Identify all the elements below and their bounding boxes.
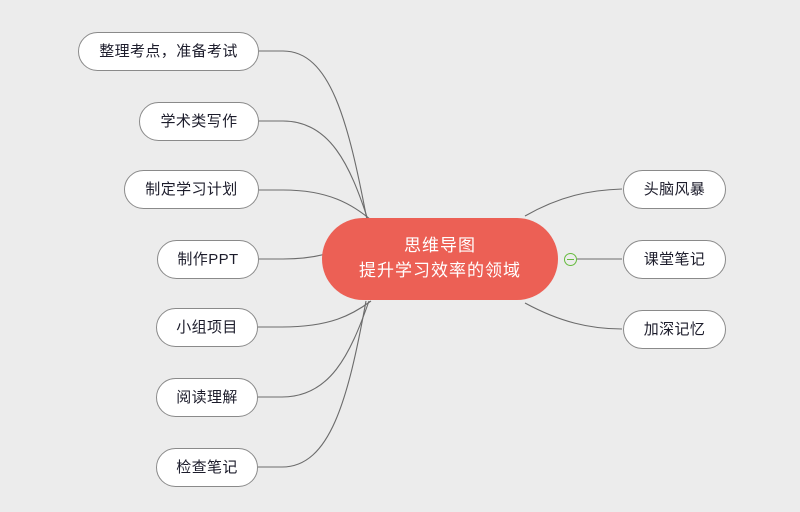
right-branch-node-1[interactable]: 头脑风暴 <box>623 170 726 209</box>
left-branch-node-3[interactable]: 制定学习计划 <box>124 170 259 209</box>
right-branch-node-label: 课堂笔记 <box>643 250 706 268</box>
left-branch-node-7[interactable]: 检查笔记 <box>156 448 258 487</box>
left-branch-node-5[interactable]: 小组项目 <box>156 308 258 347</box>
right-branch-node-2[interactable]: 课堂笔记 <box>623 240 726 279</box>
left-branch-node-label: 学术类写作 <box>160 112 238 130</box>
right-edge-3 <box>524 302 623 330</box>
left-branch-node-label: 整理考点，准备考试 <box>99 42 238 60</box>
right-branch-node-label: 头脑风暴 <box>643 180 706 198</box>
collapse-toggle-icon[interactable] <box>564 253 577 266</box>
left-edge-7 <box>258 300 367 468</box>
left-edge-2 <box>259 120 369 221</box>
left-branch-node-label: 制作PPT <box>177 250 239 268</box>
left-branch-node-4[interactable]: 制作PPT <box>157 240 259 279</box>
left-edge-6 <box>258 300 370 398</box>
left-branch-node-6[interactable]: 阅读理解 <box>156 378 258 417</box>
left-branch-node-label: 阅读理解 <box>176 388 238 406</box>
left-branch-node-label: 制定学习计划 <box>145 180 238 198</box>
left-edge-5 <box>258 300 372 328</box>
right-branch-node-label: 加深记忆 <box>643 320 706 338</box>
right-edge-1 <box>524 188 623 217</box>
left-branch-node-label: 检查笔记 <box>176 458 238 476</box>
right-branch-node-3[interactable]: 加深记忆 <box>623 310 726 349</box>
central-topic-line2: 提升学习效率的领域 <box>359 261 521 280</box>
left-edge-1 <box>259 50 368 221</box>
left-branch-node-label: 小组项目 <box>176 318 238 336</box>
central-topic-node[interactable]: 思维导图 提升学习效率的领域 <box>322 218 558 300</box>
left-branch-node-1[interactable]: 整理考点，准备考试 <box>78 32 259 71</box>
left-edge-3 <box>259 189 371 220</box>
left-branch-node-2[interactable]: 学术类写作 <box>139 102 259 141</box>
central-topic-line1: 思维导图 <box>404 236 476 256</box>
